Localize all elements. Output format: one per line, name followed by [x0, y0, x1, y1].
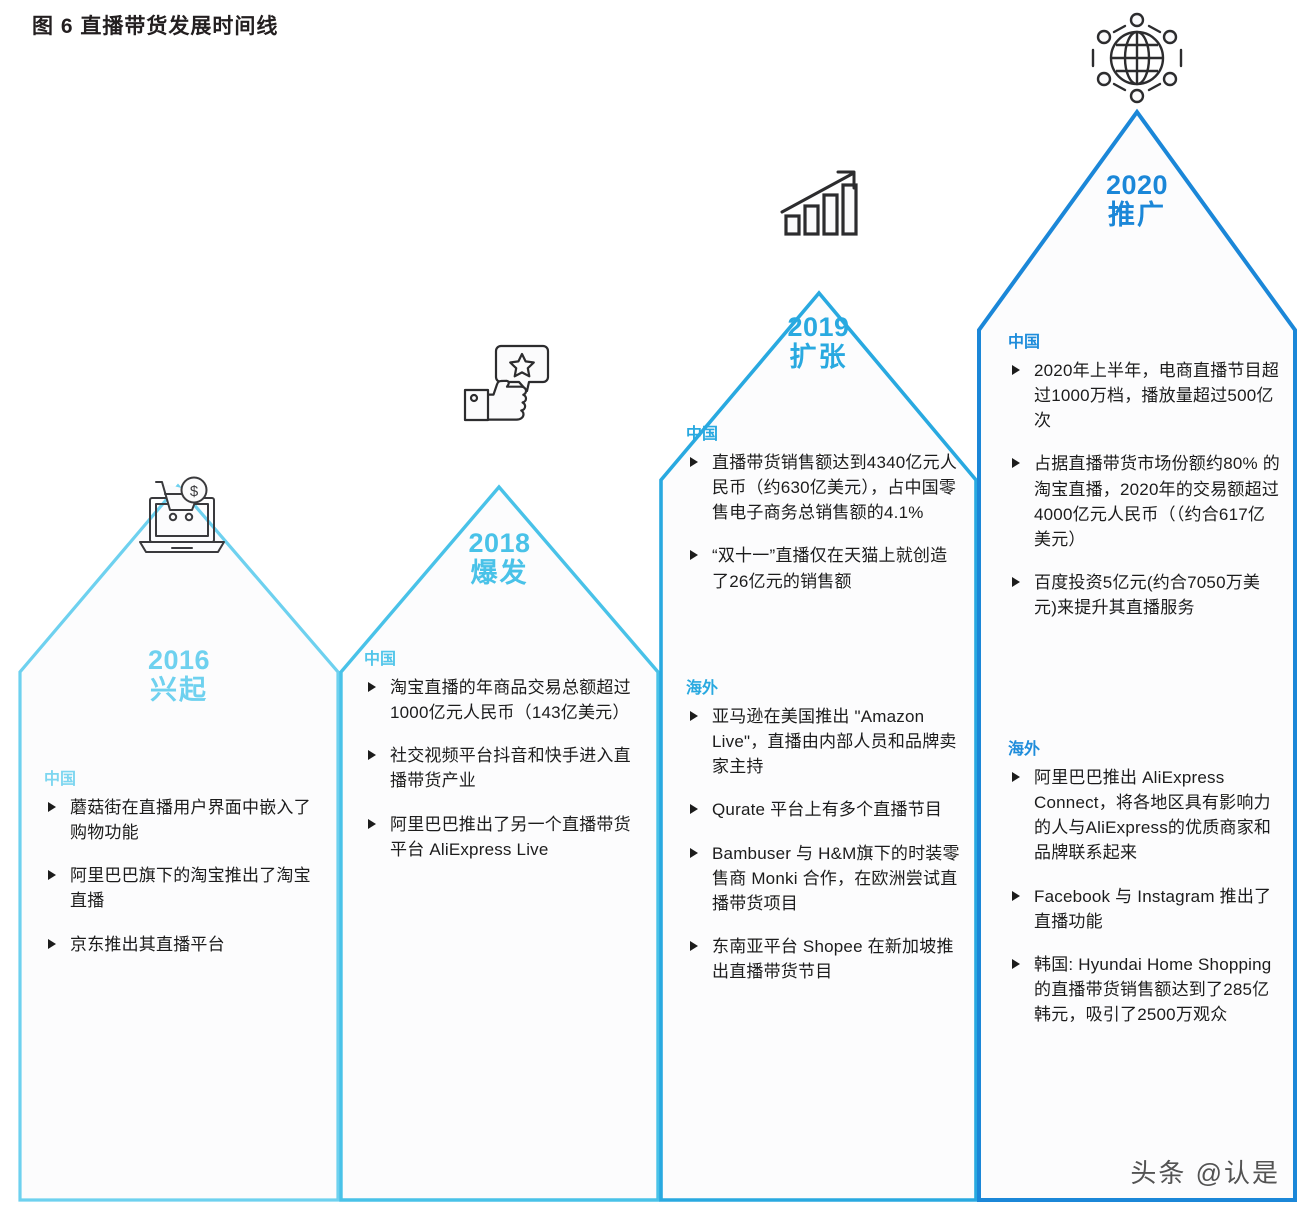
column-2019-year: 2019 [787, 312, 850, 342]
svg-text:$: $ [190, 483, 199, 500]
list-item-text: Qurate 平台上有多个直播节目 [712, 800, 943, 820]
column-2018-header: 2018 爆发 [341, 528, 658, 588]
list-item: Bambuser 与 H&M旗下的时装零售商 Monki 合作，在欧洲尝试直播带… [686, 841, 964, 916]
rising-bar-chart-icon [772, 164, 872, 264]
list-item: “双十一”直播仅在天猫上就创造了26亿元的销售额 [686, 543, 964, 593]
region-label-china: 中国 [686, 426, 719, 443]
column-2016-phase: 兴起 [150, 675, 208, 706]
chevron-2016 [18, 483, 340, 1202]
list-item: 阿里巴巴推出 AliExpress Connect，将各地区具有影响力的人与Al… [1008, 765, 1280, 866]
list-item-text: 社交视频平台抖音和快手进入直播带货产业 [390, 746, 631, 791]
list-item: Facebook 与 Instagram 推出了直播功能 [1008, 884, 1280, 934]
list-item: 淘宝直播的年商品交易总额超过1000亿元人民币（143亿美元） [364, 675, 646, 725]
bullet-triangle-icon [1012, 577, 1020, 588]
bullet-triangle-icon [48, 870, 56, 881]
figure-title: 图 6 直播带货发展时间线 [32, 15, 279, 38]
laptop-shopping-cart-icon: $ [132, 468, 232, 568]
list-item-text: 京东推出其直播平台 [70, 934, 225, 954]
column-2020-header: 2020 推广 [979, 170, 1295, 230]
list-item-text: 东南亚平台 Shopee 在新加坡推出直播带货节目 [712, 937, 954, 982]
column-2019-bullets-china: 直播带货销售额达到4340亿元人民币（约630亿美元），占中国零售电子商务总销售… [686, 450, 964, 594]
column-2019-bullets-overseas: 亚马逊在美国推出 "Amazon Live"，直播由内部人员和品牌卖家主持 Qu… [686, 704, 964, 984]
column-2019-section-china: 中国 直播带货销售额达到4340亿元人民币（约630亿美元），占中国零售电子商务… [686, 420, 964, 612]
list-item-text: 韩国: Hyundai Home Shopping的直播带货销售额达到了285亿… [1034, 954, 1272, 1025]
list-item-text: 2020年上半年，电商直播节目超过1000万档，播放量超过500亿次 [1034, 361, 1280, 431]
list-item: 阿里巴巴旗下的淘宝推出了淘宝直播 [44, 863, 326, 913]
column-2020-year: 2020 [1105, 170, 1169, 200]
column-2020-section-china: 中国 2020年上半年，电商直播节目超过1000万档，播放量超过500亿次 占据… [1008, 328, 1280, 638]
list-item-text: 直播带货销售额达到4340亿元人民币（约630亿美元），占中国零售电子商务总销售… [712, 453, 958, 523]
list-item-text: 占据直播带货市场份额约80% 的淘宝直播，2020年的交易额超过4000亿元人民… [1034, 454, 1280, 549]
bullet-triangle-icon [690, 711, 698, 721]
globe-network-icon [1085, 8, 1189, 113]
bullet-triangle-icon [368, 682, 376, 692]
column-2019-section-overseas: 海外 亚马逊在美国推出 "Amazon Live"，直播由内部人员和品牌卖家主持… [686, 674, 964, 1002]
column-2016-bullets: 蘑菇街在直播用户界面中嵌入了购物功能 阿里巴巴旗下的淘宝推出了淘宝直播 京东推出… [44, 795, 326, 957]
column-2018-year: 2018 [468, 528, 531, 558]
bullet-triangle-icon [1012, 458, 1020, 469]
list-item: 社交视频平台抖音和快手进入直播带货产业 [364, 743, 646, 793]
list-item: 东南亚平台 Shopee 在新加坡推出直播带货节目 [686, 934, 964, 984]
list-item-text: 阿里巴巴推出 AliExpress Connect，将各地区具有影响力的人与Al… [1034, 768, 1272, 863]
column-2020-bullets-overseas: 阿里巴巴推出 AliExpress Connect，将各地区具有影响力的人与Al… [1008, 765, 1280, 1027]
chevron-2020 [977, 108, 1297, 1202]
list-item-text: 百度投资5亿元(约合7050万美元)来提升其直播服务 [1034, 573, 1261, 618]
list-item: 直播带货销售额达到4340亿元人民币（约630亿美元），占中国零售电子商务总销售… [686, 450, 964, 525]
list-item-text: 阿里巴巴旗下的淘宝推出了淘宝直播 [70, 866, 311, 911]
column-2016-header: 2016 兴起 [20, 645, 338, 705]
column-2016-year: 2016 [147, 645, 211, 675]
column-2019-header: 2019 扩张 [661, 312, 976, 372]
bullet-triangle-icon [690, 804, 698, 815]
chevron-2019 [659, 290, 978, 1202]
column-2019-phase: 扩张 [789, 342, 848, 373]
column-2016-section-china: 中国 蘑菇街在直播用户界面中嵌入了购物功能 阿里巴巴旗下的淘宝推出了淘宝直播 京… [44, 765, 326, 975]
bullet-triangle-icon [690, 550, 698, 561]
bullet-triangle-icon [368, 818, 376, 829]
column-2020-phase: 推广 [1108, 200, 1166, 231]
bullet-triangle-icon [690, 457, 698, 467]
bullet-triangle-icon [1012, 890, 1020, 901]
list-item: 蘑菇街在直播用户界面中嵌入了购物功能 [44, 795, 326, 845]
column-2018-phase: 爆发 [470, 558, 529, 589]
list-item-text: 蘑菇街在直播用户界面中嵌入了购物功能 [70, 798, 311, 843]
bullet-triangle-icon [690, 847, 698, 858]
list-item-text: Bambuser 与 H&M旗下的时装零售商 Monki 合作，在欧洲尝试直播带… [712, 843, 960, 913]
list-item-text: 阿里巴巴推出了另一个直播带货平台 AliExpress Live [390, 814, 631, 859]
region-label-china: 中国 [44, 771, 77, 788]
bullet-triangle-icon [1012, 958, 1020, 969]
list-item: 百度投资5亿元(约合7050万美元)来提升其直播服务 [1008, 570, 1280, 620]
list-item: 2020年上半年，电商直播节目超过1000万档，播放量超过500亿次 [1008, 358, 1280, 433]
list-item-text: 亚马逊在美国推出 "Amazon Live"，直播由内部人员和品牌卖家主持 [712, 707, 957, 777]
column-2018-bullets: 淘宝直播的年商品交易总额超过1000亿元人民币（143亿美元） 社交视频平台抖音… [364, 675, 646, 862]
chevron-2018 [339, 484, 660, 1202]
region-label-overseas: 海外 [1008, 741, 1041, 758]
list-item: Qurate 平台上有多个直播节目 [686, 797, 964, 822]
region-label-china: 中国 [1008, 334, 1041, 351]
list-item: 韩国: Hyundai Home Shopping的直播带货销售额达到了285亿… [1008, 952, 1280, 1027]
bullet-triangle-icon [368, 750, 376, 761]
list-item: 亚马逊在美国推出 "Amazon Live"，直播由内部人员和品牌卖家主持 [686, 704, 964, 779]
list-item: 占据直播带货市场份额约80% 的淘宝直播，2020年的交易额超过4000亿元人民… [1008, 451, 1280, 552]
thumbs-up-star-icon [457, 334, 557, 434]
region-label-overseas: 海外 [686, 680, 719, 697]
list-item-text: 淘宝直播的年商品交易总额超过1000亿元人民币（143亿美元） [390, 678, 631, 723]
list-item-text: Facebook 与 Instagram 推出了直播功能 [1034, 886, 1272, 931]
bullet-triangle-icon [1012, 365, 1020, 375]
bullet-triangle-icon [48, 802, 56, 812]
list-item: 京东推出其直播平台 [44, 932, 326, 957]
bullet-triangle-icon [690, 941, 698, 952]
watermark: 头条 @认是 [1130, 1158, 1280, 1188]
region-label-china: 中国 [364, 651, 397, 668]
list-item-text: “双十一”直播仅在天猫上就创造了26亿元的销售额 [712, 546, 948, 591]
column-2020-bullets-china: 2020年上半年，电商直播节目超过1000万档，播放量超过500亿次 占据直播带… [1008, 358, 1280, 620]
list-item: 阿里巴巴推出了另一个直播带货平台 AliExpress Live [364, 812, 646, 862]
column-2020-section-overseas: 海外 阿里巴巴推出 AliExpress Connect，将各地区具有影响力的人… [1008, 735, 1280, 1045]
bullet-triangle-icon [48, 938, 56, 949]
bullet-triangle-icon [1012, 772, 1020, 782]
column-2018-section-china: 中国 淘宝直播的年商品交易总额超过1000亿元人民币（143亿美元） 社交视频平… [364, 645, 646, 880]
